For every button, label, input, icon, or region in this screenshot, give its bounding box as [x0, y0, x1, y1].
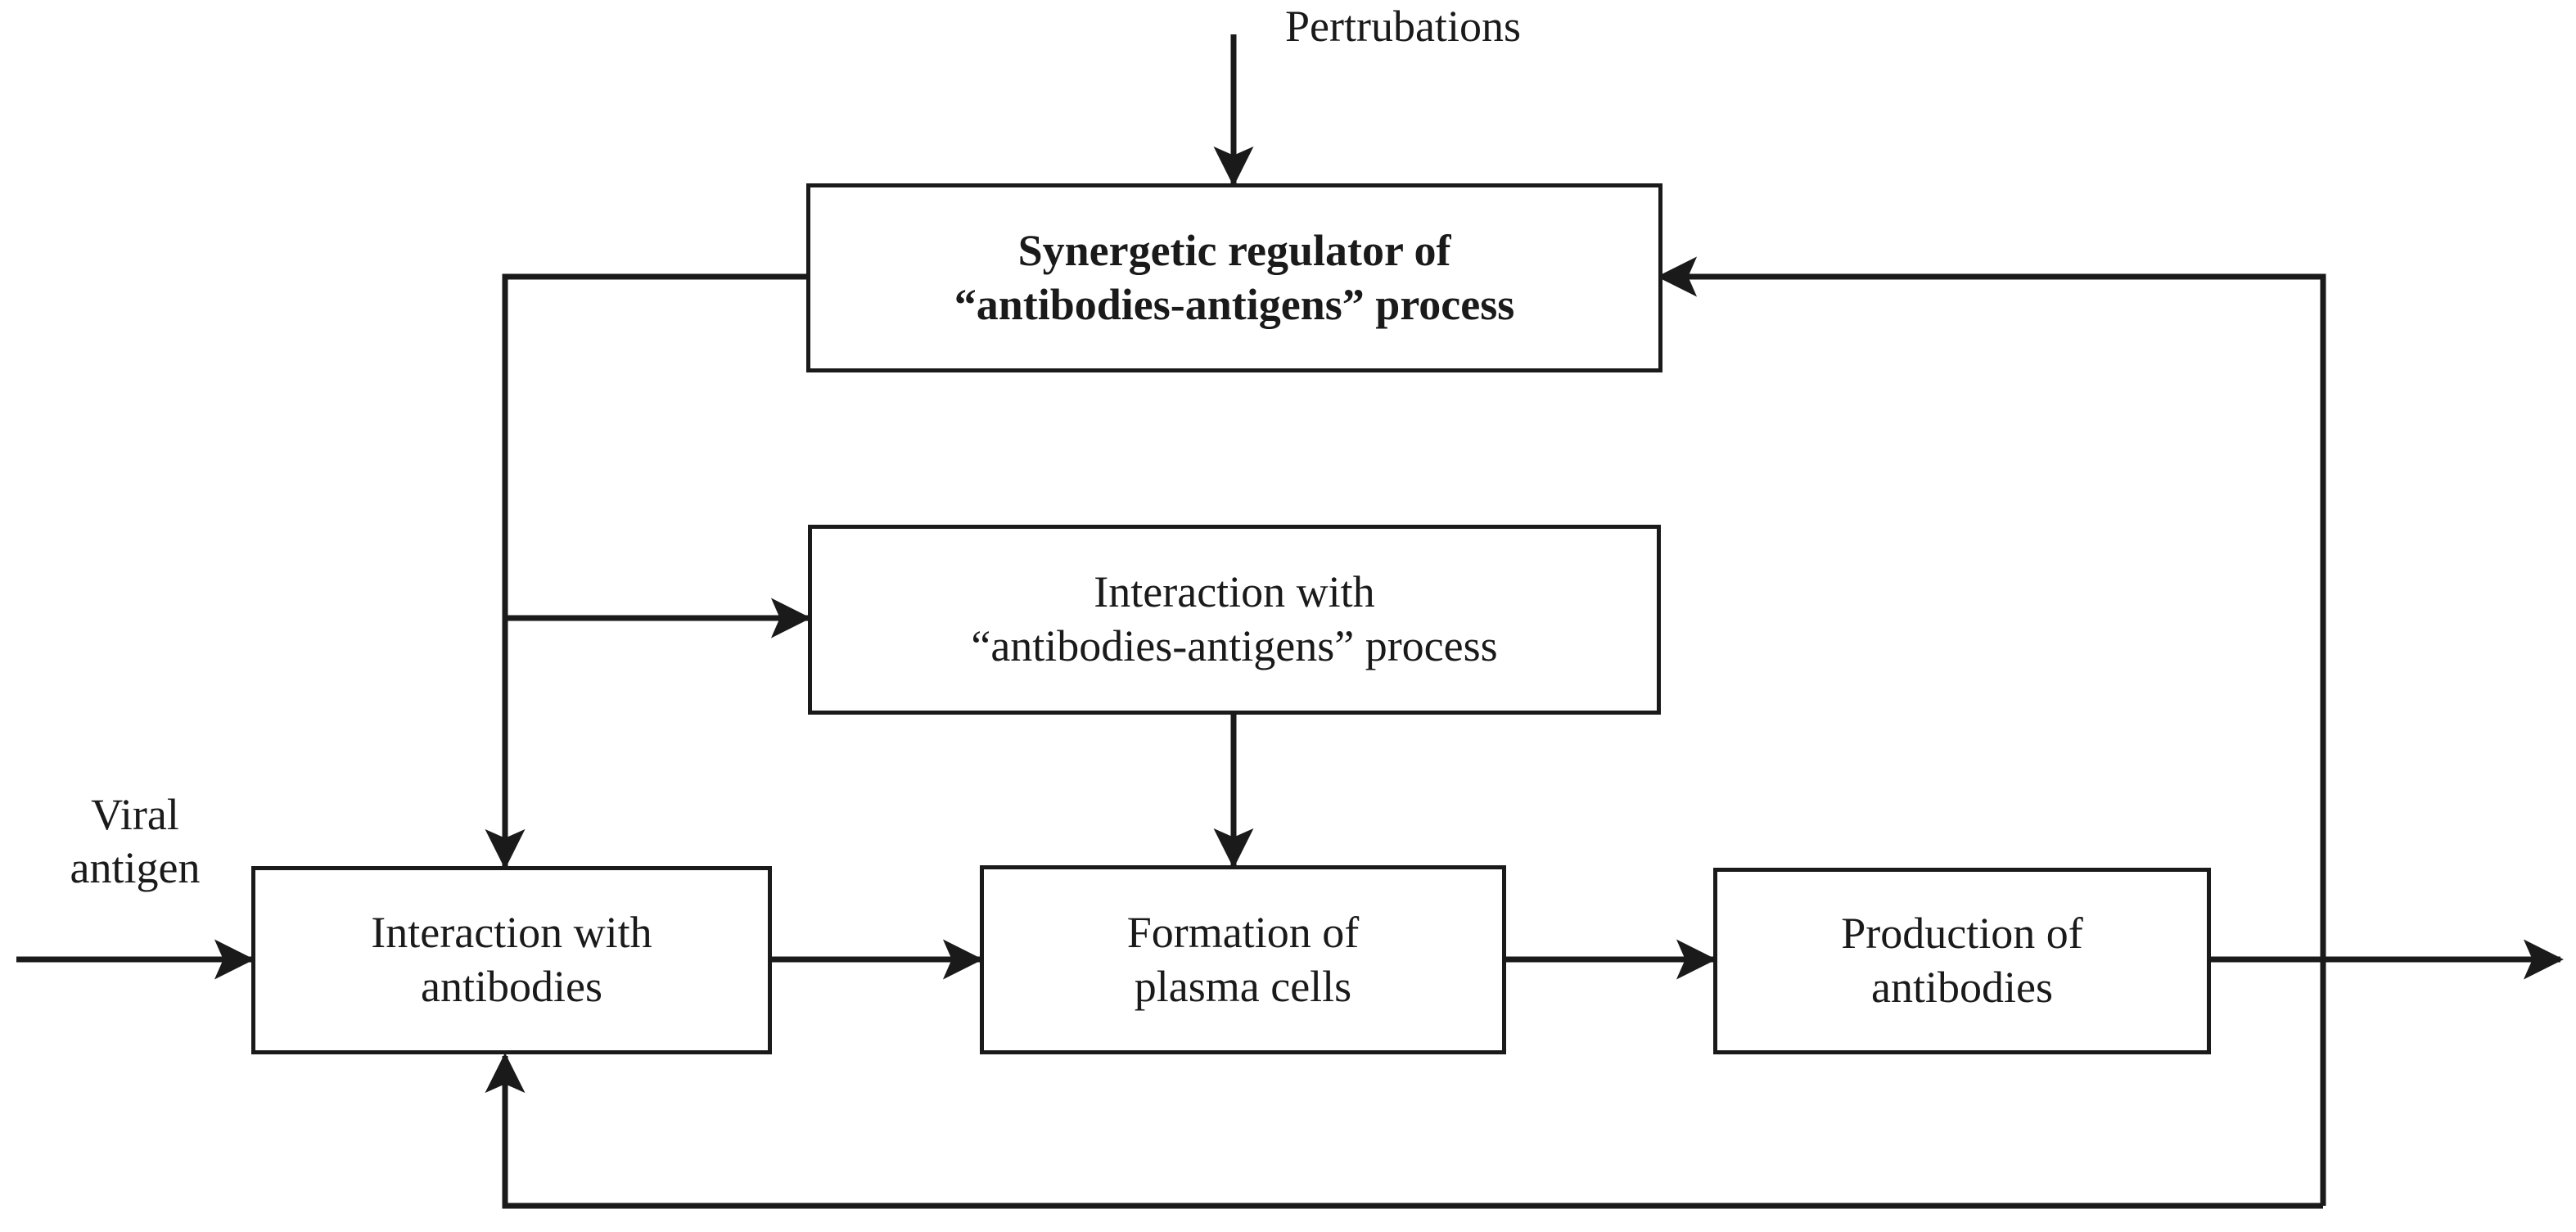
node-interaction-antibodies-line2: antibodies	[421, 962, 602, 1011]
edge-regulator-to-interaction-antibodies	[485, 273, 806, 869]
node-interaction-antibodies[interactable]: Interaction with antibodies	[251, 866, 772, 1054]
node-interaction-aa-process-line2: “antibodies-antigens” process	[971, 621, 1498, 670]
node-production-antibodies-line2: antibodies	[1871, 963, 2053, 1012]
node-interaction-antibodies-line1: Interaction with	[371, 908, 652, 958]
node-interaction-aa-process[interactable]: Interaction with “antibodies-antigens” p…	[808, 525, 1661, 715]
edge-output-to-regulator-feedback	[1657, 256, 2326, 1206]
node-interaction-aa-process-line1: Interaction with	[1094, 567, 1375, 617]
node-formation-plasma-cells-line1: Formation of	[1126, 907, 1360, 957]
node-synergetic-regulator[interactable]: Synergetic regulator of “antibodies-anti…	[806, 183, 1662, 372]
label-viral-antigen: Viral antigen	[25, 788, 246, 895]
node-production-antibodies-line1: Production of	[1841, 909, 2083, 959]
label-viral-antigen-line2: antigen	[70, 842, 201, 892]
node-synergetic-regulator-line2: “antibodies-antigens” process	[954, 279, 1515, 329]
label-pertrubations: Pertrubations	[1285, 0, 1662, 53]
node-formation-plasma-cells-line2: plasma cells	[1134, 961, 1352, 1011]
label-pertrubations-line1: Pertrubations	[1285, 2, 1521, 51]
node-synergetic-regulator-line1: Synergetic regulator of	[1017, 225, 1451, 275]
edge-bottom-feedback-to-interaction	[485, 1053, 2323, 1209]
node-formation-plasma-cells[interactable]: Formation of plasma cells	[980, 865, 1506, 1054]
label-viral-antigen-line1: Viral	[91, 790, 179, 839]
node-production-antibodies[interactable]: Production of antibodies	[1713, 868, 2211, 1054]
